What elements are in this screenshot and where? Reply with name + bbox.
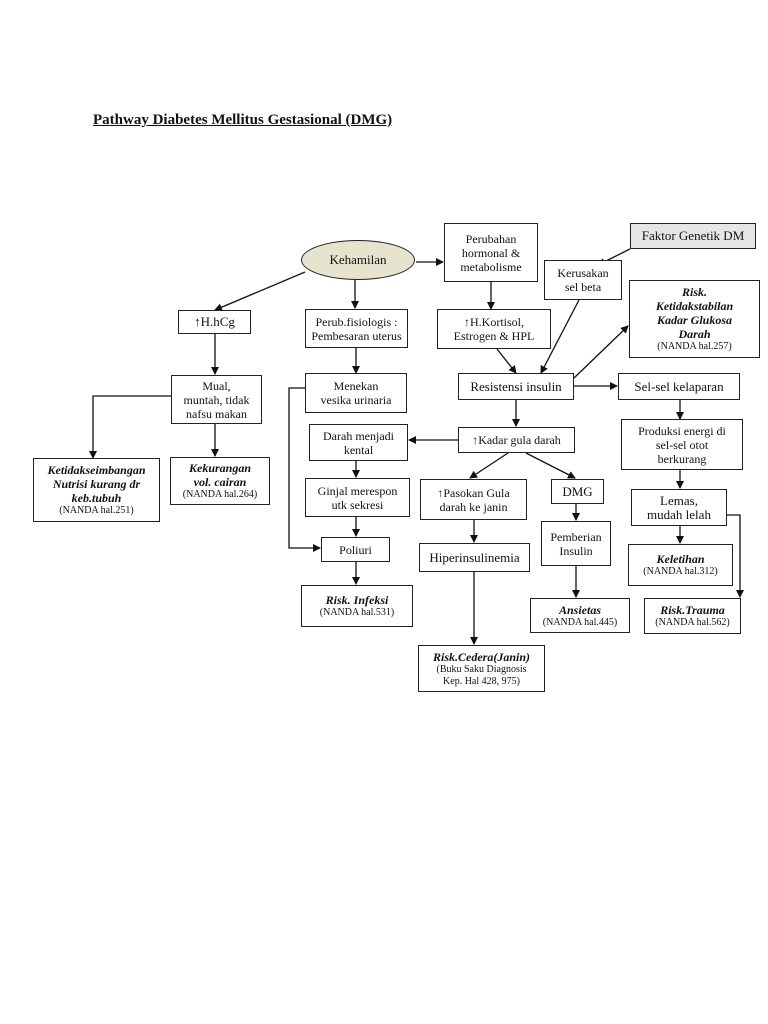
node-text-line: nafsu makan (186, 406, 247, 421)
node-text-line: Kerusakan (557, 266, 609, 280)
node-text-line: Produksi energi di (638, 423, 726, 438)
diagnosis-reference: (NANDA hal.264) (182, 489, 258, 500)
diagnosis-reference: Kep. Hal 428, 975) (443, 675, 520, 687)
diagnosis-label: Keletihan (656, 552, 705, 566)
node-text-line: kental (343, 442, 374, 457)
node-risk-infeksi: Risk. Infeksi(NANDA hal.531) (301, 585, 413, 627)
diagram-title: Pathway Diabetes Mellitus Gestasional (D… (93, 112, 393, 128)
diagnosis-reference: (NANDA hal.251) (59, 505, 134, 516)
node-kehamilan: Kehamilan (301, 240, 415, 280)
arrow-resistensi-ketidakstabilan (573, 325, 629, 379)
arrow-kortisol-resistensi (496, 348, 517, 374)
node-text-line: Poliuri (339, 542, 372, 557)
node-dmg: DMG (551, 479, 604, 504)
node-text-line: DMG (562, 483, 593, 499)
node-resistensi-insulin: Resistensi insulin (458, 373, 574, 400)
diagnosis-label: keb.tubuh (71, 491, 122, 505)
arrow-kadar-pasokan (469, 452, 509, 479)
node-text-line: ↑H.Kortisol, (464, 315, 524, 329)
node-faktor-genetik: Faktor Genetik DM (630, 223, 756, 249)
node-text-line: Estrogen & HPL (453, 329, 535, 343)
arrow-lemas-trauma (727, 514, 744, 598)
diagnosis-label: Kadar Glukosa (656, 313, 733, 327)
node-text-line: Pembesaran uterus (311, 328, 402, 343)
node-text-line: vesika urinaria (320, 393, 392, 407)
node-hcg: ↑H.hCg (178, 310, 251, 334)
diagnosis-label: Ketidakstabilan (655, 299, 734, 313)
node-text-line: Hiperinsulinemia (429, 549, 520, 565)
node-text-line: Resistensi insulin (470, 378, 562, 394)
node-text-line: berkurang (657, 451, 707, 466)
diagnosis-label: Nutrisi kurang dr (52, 477, 141, 491)
node-text-line: ↑Pasokan Gula (437, 485, 510, 500)
diagnosis-reference: (NANDA hal.531) (319, 607, 395, 618)
node-kadar-gula: ↑Kadar gula darah (458, 427, 575, 453)
node-hiperinsulinemia: Hiperinsulinemia (419, 543, 530, 572)
node-text-line: Perubahan (465, 231, 517, 246)
node-poliuri: Poliuri (321, 537, 390, 562)
arrow-mual-ketidakseimbangan (89, 395, 171, 459)
node-text-line: ↑H.hCg (194, 314, 235, 329)
node-sel-kelaparan: Sel-sel kelaparan (618, 373, 740, 400)
diagnosis-reference: (NANDA hal.445) (542, 616, 618, 628)
node-perub-fisiologis: Perub.fisiologis :Pembesaran uterus (305, 309, 408, 348)
diagnosis-label: Risk. Infeksi (325, 593, 389, 607)
diagnosis-reference: (Buku Saku Diagnosis (436, 663, 527, 675)
node-text-line: Sel-sel kelaparan (634, 378, 724, 394)
node-text-line: metabolisme (460, 259, 522, 274)
node-text-line: Perub.fisiologis : (315, 314, 398, 329)
diagnosis-label: vol. cairan (193, 475, 247, 489)
diagnosis-label: Kekurangan (188, 461, 252, 475)
node-keletihan: Keletihan(NANDA hal.312) (628, 544, 733, 586)
node-text-line: sel-sel otot (655, 437, 709, 452)
node-text-line: Ginjal merespon (317, 483, 398, 498)
node-text-line: mudah lelah (647, 506, 711, 522)
node-ansietas: Ansietas(NANDA hal.445) (530, 598, 630, 633)
node-h-kortisol: ↑H.Kortisol,Estrogen & HPL (437, 309, 551, 349)
node-risk-trauma: Risk.Trauma(NANDA hal.562) (644, 598, 741, 634)
arrow-menekan-poliuri (288, 387, 321, 552)
node-text-line: Mual, (202, 378, 231, 393)
arrow-kehamilan-hcg (214, 271, 306, 311)
node-text-line: muntah, tidak (183, 392, 250, 407)
node-lemas: Lemas,mudah lelah (631, 489, 727, 526)
node-text-line: Menekan (333, 379, 379, 393)
node-text-line: Darah menjadi (323, 428, 394, 443)
diagnosis-label: Risk.Cedera(Janin) (432, 649, 530, 664)
node-text-line: Kehamilan (329, 252, 387, 267)
diagnosis-label: Ansietas (558, 602, 601, 617)
node-text-line: Faktor Genetik DM (641, 228, 745, 243)
node-text-line: utk sekresi (331, 497, 384, 512)
node-text-line: ↑Kadar gula darah (472, 433, 561, 447)
diagnosis-label: Risk. (681, 285, 707, 299)
diagnosis-reference: (NANDA hal.562) (655, 617, 730, 628)
node-text-line: hormonal & (461, 245, 521, 260)
diagnosis-label: Risk.Trauma (660, 603, 725, 617)
diagnosis-reference: (NANDA hal.312) (643, 566, 718, 577)
diagnosis-label: Ketidakseimbangan (47, 463, 146, 477)
diagnosis-label: Darah (678, 327, 711, 341)
node-text-line: Pemberian (550, 529, 602, 544)
node-text-line: Insulin (559, 543, 593, 558)
diagnosis-reference: (NANDA hal.257) (657, 341, 732, 352)
arrow-kadar-dmg (525, 452, 576, 479)
arrow-kerusakan-resistensi (540, 299, 580, 374)
node-text-line: Lemas, (660, 492, 698, 508)
node-text-line: darah ke janin (439, 499, 508, 514)
node-text-line: sel beta (564, 280, 602, 294)
